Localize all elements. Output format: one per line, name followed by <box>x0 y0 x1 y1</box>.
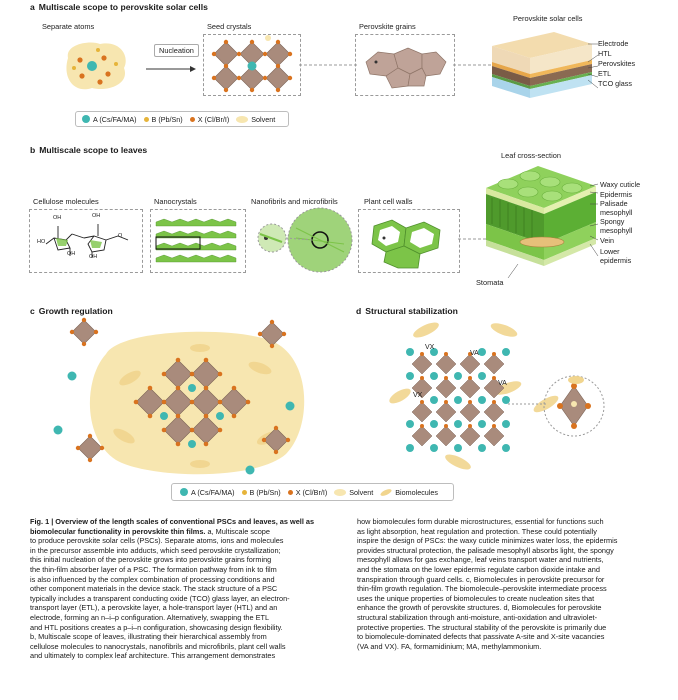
nanofibrils-illustration <box>257 207 353 273</box>
leaf-lower-epidermis: Lower epidermis <box>600 247 632 265</box>
caption-line: and HTL positions creates a p–i–n config… <box>30 622 283 632</box>
caption-line: this initial nucleation of the perovskit… <box>30 555 272 565</box>
stomata-label: Stomata <box>476 278 504 287</box>
caption-line: to produce perovskite solar cells (PSCs)… <box>30 536 284 546</box>
mol-o: O <box>118 233 123 239</box>
caption-line: is also influenced by the complex combin… <box>30 574 275 584</box>
solar-cells-label: Perovskite solar cells <box>513 14 583 23</box>
nanocrystals-box <box>150 209 246 273</box>
perovskite-grains-illustration <box>365 47 447 89</box>
plant-cell-walls-box <box>358 209 460 273</box>
caption-line: protective properties. The structural st… <box>357 622 607 632</box>
dashed-connector-b <box>458 238 492 240</box>
growth-regulation-illustration <box>53 317 305 475</box>
legend-cd: A (Cs/FA/MA) B (Pb/Sn) X (Cl/Br/I) Solve… <box>171 483 454 501</box>
caption-line: mesophyll allows for gas exchange, leaf … <box>357 555 604 565</box>
caption-line: transpiration through guard cells. c, Bi… <box>357 574 605 584</box>
perovskite-grains-label: Perovskite grains <box>359 22 416 31</box>
structural-stabilization-illustration <box>389 322 605 470</box>
caption-line: electrode, forming an n–i–p configuratio… <box>30 612 270 622</box>
mol-oh-1: OH <box>53 215 62 221</box>
plant-cell-walls-label: Plant cell walls <box>364 197 413 206</box>
leaf-palisade: Palisade mesophyll <box>600 199 633 217</box>
nanofibrils-label: Nanofibrils and microfibrils <box>251 197 338 206</box>
caption-line: thin-film growth regulation. The biomole… <box>357 584 607 594</box>
vacancy-va-2: VA <box>498 380 507 387</box>
layer-htl: HTL <box>598 49 612 58</box>
caption-line: to biomolecule-dominated defects that pa… <box>357 632 605 642</box>
caption-line: inspire the design of PSCs: the waxy cut… <box>357 536 618 546</box>
solar-cell-stack <box>492 32 599 98</box>
caption-line: provides structural protection, the pali… <box>357 545 614 555</box>
biomolecule-icon <box>379 487 393 497</box>
solar-layer-labels: Electrode HTL Perovskites ETL TCO glass <box>598 39 635 88</box>
caption-line: enhance the growth of perovskite structu… <box>357 603 602 613</box>
separate-atoms-illustration <box>66 42 126 90</box>
cellulose-molecule <box>45 224 129 258</box>
solvent-icon <box>334 488 347 496</box>
nanocrystals-label: Nanocrystals <box>154 197 197 206</box>
caption-line: the thin-film absorber layer of a PSC. T… <box>30 564 277 574</box>
leaf-spongy: Spongy mesophyll <box>600 217 633 235</box>
leaf-cross-section-label: Leaf cross-section <box>501 151 561 160</box>
caption-line: and the stomata on the lower epidermis r… <box>357 564 600 574</box>
legend-a: A (Cs/FA/MA) B (Pb/Sn) X (Cl/Br/I) Solve… <box>75 111 290 127</box>
leaf-waxy-cuticle: Waxy cuticle <box>600 180 641 189</box>
dashed-connector-a1 <box>299 64 357 66</box>
dashed-connector-a2 <box>453 64 493 66</box>
caption-line: as light absorption, heat regulation and… <box>357 526 597 536</box>
mol-oh-2: OH <box>92 213 101 219</box>
caption-line: in the precursor assemble into adducts, … <box>30 545 281 555</box>
x-site-icon <box>287 489 293 495</box>
b-site-icon <box>143 116 149 122</box>
caption-column-1: Fig. 1 | Overview of the length scales o… <box>30 517 340 661</box>
layer-tco-glass: TCO glass <box>598 79 632 88</box>
caption-line: typically includes a transparent conduct… <box>30 593 290 603</box>
vacancy-vx-2: VX <box>413 392 423 399</box>
caption-line: b, Multiscale scope of leaves, illustrat… <box>30 632 267 642</box>
b-site-icon <box>241 489 247 495</box>
layer-perovskites: Perovskites <box>598 59 636 68</box>
caption-line: structural stabilization through anti-mo… <box>357 612 598 622</box>
caption-line: how biomolecules form durable microstruc… <box>357 517 604 526</box>
caption-line: transport layer (ETL), a perovskite laye… <box>30 603 278 613</box>
vacancy-vx-1: VX <box>425 344 435 351</box>
mol-oh-3: OH <box>67 251 76 257</box>
leaf-layer-labels: Waxy cuticle Epidermis Palisade mesophyl… <box>600 180 652 265</box>
seed-crystal-octahedra <box>211 35 293 93</box>
layer-electrode: Electrode <box>598 39 629 48</box>
a-site-icon <box>82 115 90 123</box>
nucleation-arrow <box>146 66 196 72</box>
leaf-epidermis: Epidermis <box>600 190 632 199</box>
leaf-cross-section-illustration <box>486 166 599 279</box>
nanocrystals-illustration <box>155 218 237 263</box>
a-site-icon <box>180 488 188 496</box>
plant-cell-walls-illustration <box>371 219 441 269</box>
vacancy-va-1: VA <box>470 350 479 357</box>
caption-line: and ultimately to complex leaf architect… <box>30 651 276 661</box>
mol-oh-4: OH <box>89 254 98 260</box>
caption-line: uses the unique properties of biomolecul… <box>357 593 595 603</box>
nucleation-label: Nucleation <box>154 44 199 57</box>
caption-figure-title: Fig. 1 | Overview of the length scales o… <box>30 517 315 536</box>
mol-ho: HO <box>37 239 46 245</box>
seed-crystals-label: Seed crystals <box>207 22 252 31</box>
x-site-icon <box>189 116 195 122</box>
caption-column-2: how biomolecules form durable microstruc… <box>357 517 657 651</box>
cellulose-box <box>29 209 143 273</box>
separate-atoms-label: Separate atoms <box>42 22 95 31</box>
caption-line: a, Multiscale scope <box>205 526 270 536</box>
caption-line: (VA and VX). FA, formamidinium; MA, meth… <box>357 641 542 651</box>
leaf-vein: Vein <box>600 236 614 245</box>
cellulose-label: Cellulose molecules <box>33 197 99 206</box>
caption-line: other component materials in the device … <box>30 584 278 594</box>
caption-line: cellulose molecules to nanocrystals, nan… <box>30 641 286 651</box>
layer-etl: ETL <box>598 69 612 78</box>
solvent-icon <box>236 115 249 123</box>
